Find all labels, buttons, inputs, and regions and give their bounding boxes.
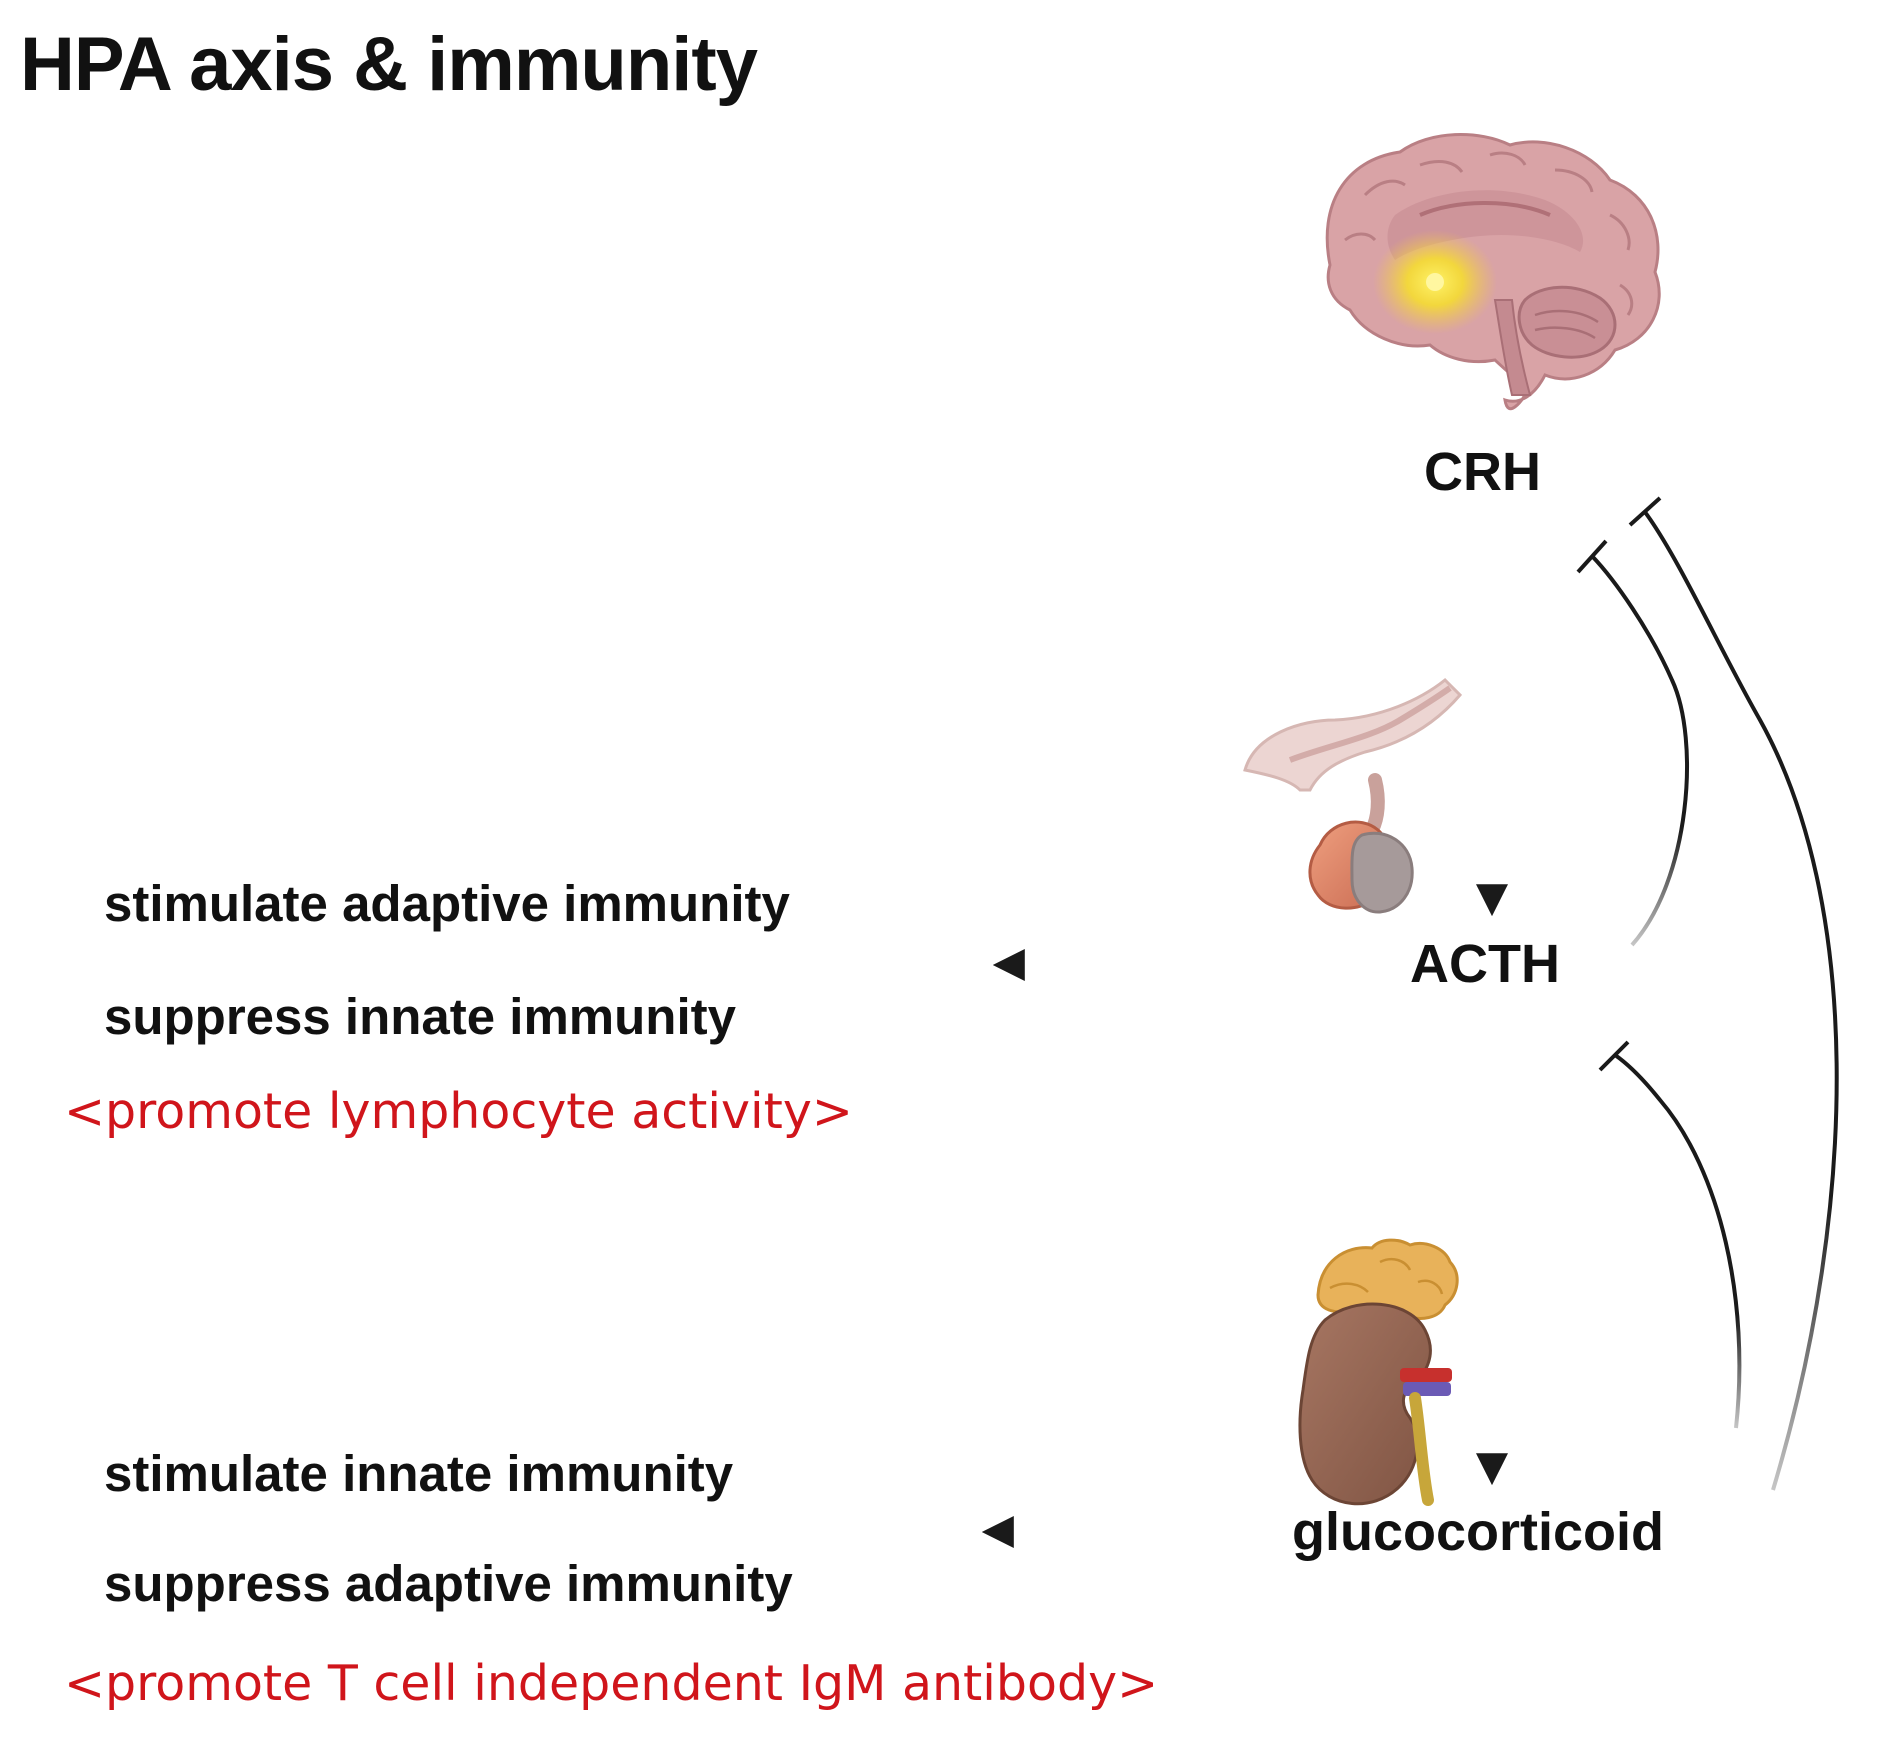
glucocorticoid-stimulate-text: stimulate innate immunity <box>104 1445 734 1502</box>
glucocorticoid-note-text: <promote T cell independent IgM antibody… <box>64 1655 1159 1712</box>
glucocorticoid-label: glucocorticoid <box>1292 1502 1665 1562</box>
acth-suppress-text: suppress innate immunity <box>104 988 736 1045</box>
glucocorticoid-feedback-to-acth <box>1598 1040 1742 1429</box>
acth-label: ACTH <box>1410 934 1560 994</box>
brain-icon <box>1325 133 1661 411</box>
page-title: HPA axis & immunity <box>20 22 758 107</box>
glucocorticoid-feedback-to-crh <box>1628 496 1839 1491</box>
glucocorticoid-suppress-text: suppress adaptive immunity <box>104 1555 793 1612</box>
acth-feedback-to-crh <box>1576 539 1689 947</box>
pituitary-icon <box>1243 677 1463 914</box>
acth-stimulate-text: stimulate adaptive immunity <box>104 875 790 932</box>
kidney-adrenal-icon <box>1298 1238 1459 1506</box>
acth-note-text: <promote lymphocyte activity> <box>64 1083 853 1140</box>
crh-label: CRH <box>1424 442 1541 502</box>
